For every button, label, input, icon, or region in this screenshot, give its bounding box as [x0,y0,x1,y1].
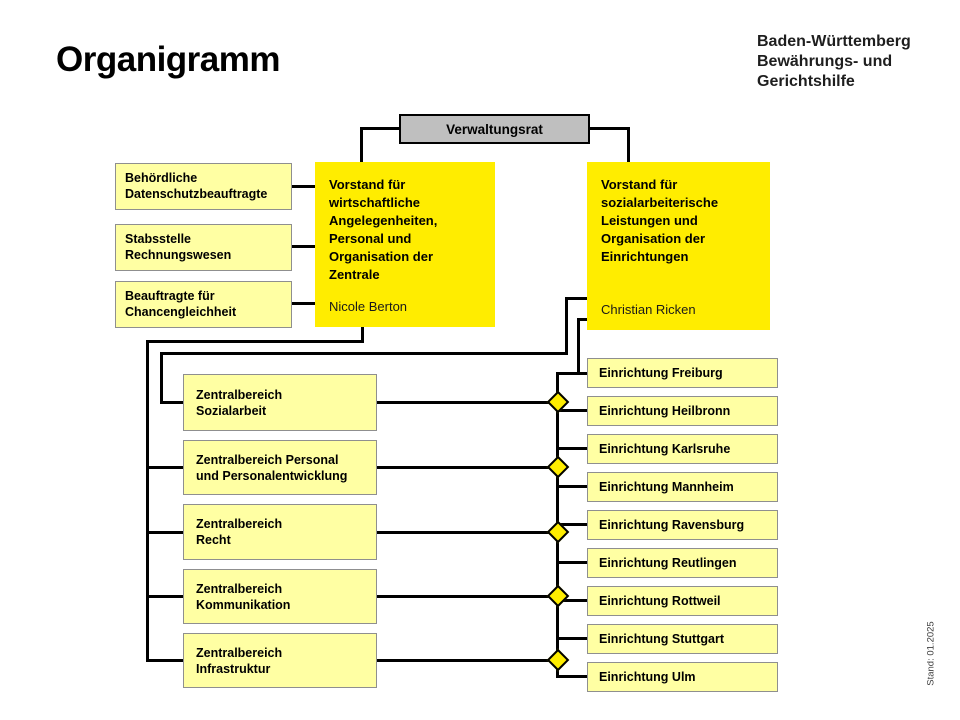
connector-dept-left-recht [146,531,183,534]
connector-sozialarbeit-h [160,401,183,404]
connector-board-left-h [360,127,399,130]
staff-unit-datenschutz: Behördliche Datenschutzbeauftragte [115,163,292,210]
connector-left-trunk [146,340,149,662]
connector-dept-right-infrastruktur [377,659,556,662]
connector-exec-right-stub-2 [577,318,587,321]
logo-wordmark: Baden-Württemberg Bewährungs- und Gerich… [757,32,911,92]
connector-facility-heilbronn [559,409,587,412]
connector-facility-rottweil [559,599,587,602]
exec-box-economic: Vorstand für wirtschaftliche Angelegenhe… [315,162,495,327]
connector-left-chain-h [146,340,364,343]
facility-ulm: Einrichtung Ulm [587,662,778,692]
exec-box-social: Vorstand für sozialarbeiterische Leistun… [587,162,770,330]
facility-heilbronn: Einrichtung Heilbronn [587,396,778,426]
connector-dept-left-kommunikation [146,595,183,598]
connector-staff-1 [292,245,315,248]
facility-stuttgart: Einrichtung Stuttgart [587,624,778,654]
page-title: Organigramm [56,40,281,79]
board-box: Verwaltungsrat [399,114,590,144]
connector-facility-karlsruhe [559,447,587,450]
connector-dept-right-kommunikation [377,595,556,598]
dept-infrastruktur: Zentralbereich Infrastruktur [183,633,377,688]
connector-dept-right-recht [377,531,556,534]
dept-sozialarbeit: Zentralbereich Sozialarbeit [183,374,377,431]
staff-unit-rechnungswesen: Stabsstelle Rechnungswesen [115,224,292,271]
connector-facility-stuttgart [559,637,587,640]
logo-line: Gerichtshilfe [757,73,855,90]
connector-exec-right-drop [577,318,580,375]
facility-rottweil: Einrichtung Rottweil [587,586,778,616]
coat-of-arms-icon [718,31,750,93]
stand-note: Stand: 01.2025 [925,621,937,686]
connector-board-left-v [360,127,363,162]
connector-exec-right-stub-top [565,297,587,300]
connector-exec-left-drop [361,327,364,343]
exec-title: Vorstand für wirtschaftliche Angelegenhe… [329,177,438,282]
connector-dept-left-infrastruktur [146,659,183,662]
connector-board-right-v [627,127,630,162]
logo-line: Bewährungs- und [757,53,893,70]
dept-personal: Zentralbereich Personal und Personalentw… [183,440,377,495]
junction-diamond [546,584,570,608]
board-label: Verwaltungsrat [446,121,543,137]
connector-dept-right-sozialarbeit [377,401,556,404]
dept-kommunikation: Zentralbereich Kommunikation [183,569,377,624]
connector-dept-right-personal [377,466,556,469]
connector-facility-freiburg [556,372,587,375]
exec-name: Nicole Berton [329,299,408,314]
connector-exec-right-riser [565,297,568,355]
logo-line: Baden-Württemberg [757,33,911,50]
facility-karlsruhe: Einrichtung Karlsruhe [587,434,778,464]
exec-title: Vorstand für sozialarbeiterische Leistun… [601,177,719,264]
connector-facility-mannheim [559,485,587,488]
connector-facility-ravensburg [559,523,587,526]
facility-ravensburg: Einrichtung Ravensburg [587,510,778,540]
exec-name: Christian Ricken [601,302,696,317]
junction-diamond [546,455,570,479]
connector-facility-ulm [559,675,587,678]
connector-dept-left-personal [146,466,183,469]
connector-staff-2 [292,302,315,305]
junction-diamond [546,648,570,672]
staff-unit-chancengleichheit: Beauftragte für Chancengleichheit [115,281,292,328]
connector-cross-long-h [160,352,568,355]
dept-recht: Zentralbereich Recht [183,504,377,560]
connector-sozialarbeit-drop [160,352,163,404]
facility-mannheim: Einrichtung Mannheim [587,472,778,502]
connector-facility-reutlingen [559,561,587,564]
connector-staff-0 [292,185,315,188]
facility-freiburg: Einrichtung Freiburg [587,358,778,388]
facility-reutlingen: Einrichtung Reutlingen [587,548,778,578]
connector-board-right-h [590,127,630,130]
